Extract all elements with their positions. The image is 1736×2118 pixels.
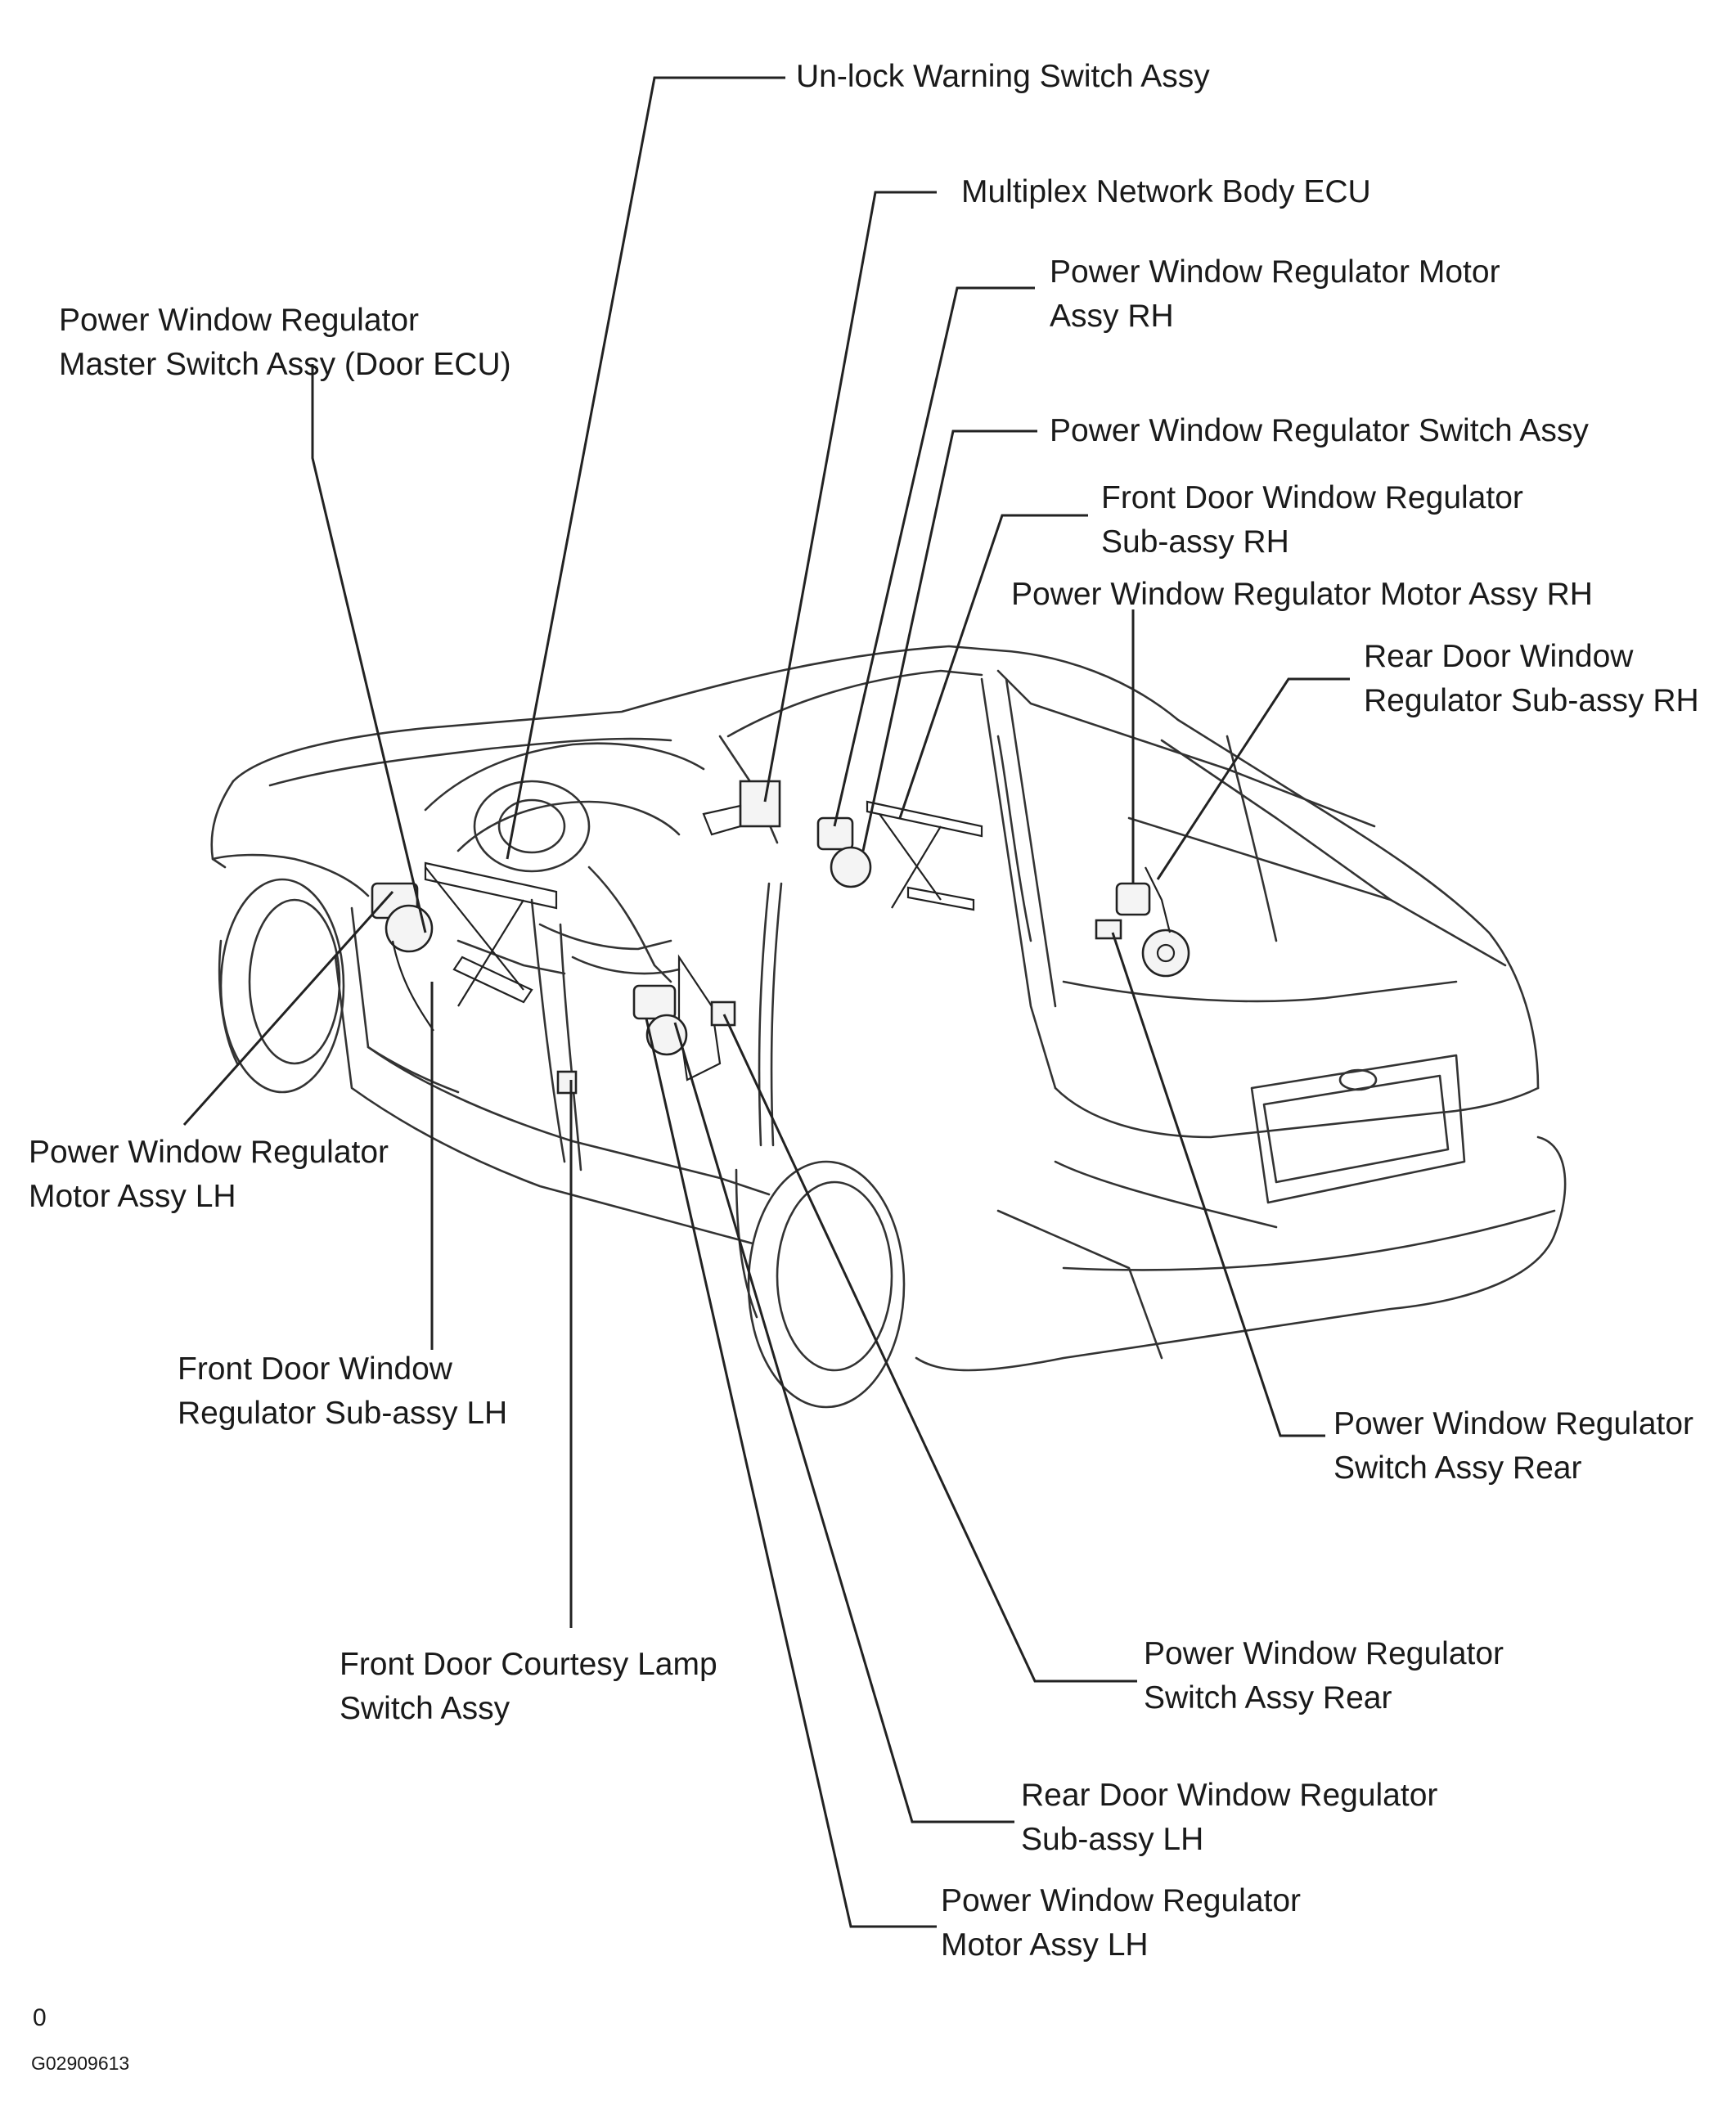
label-multiplex-network-body-ecu: Multiplex Network Body ECU xyxy=(961,170,1371,214)
label-line: Motor Assy LH xyxy=(941,1927,1149,1963)
label-switch-assy: Power Window Regulator Switch Assy xyxy=(1050,409,1589,453)
label-line: Master Switch Assy (Door ECU) xyxy=(59,347,511,382)
label-motor-assy-lh-left: Power Window Regulator Motor Assy LH xyxy=(29,1131,389,1219)
label-line: Front Door Courtesy Lamp xyxy=(340,1647,717,1682)
label-line: Power Window Regulator xyxy=(29,1135,389,1170)
label-master-switch-assy: Power Window Regulator Master Switch Ass… xyxy=(59,299,511,387)
label-line: Rear Door Window xyxy=(1364,639,1634,674)
label-line: Regulator Sub-assy LH xyxy=(178,1396,508,1431)
label-line: Front Door Window xyxy=(178,1351,452,1387)
label-line: Power Window Regulator xyxy=(59,303,420,338)
label-front-door-regulator-lh: Front Door Window Regulator Sub-assy LH xyxy=(178,1347,507,1436)
label-switch-assy-rear-right: Power Window Regulator Switch Assy Rear xyxy=(1333,1402,1693,1491)
component-parts xyxy=(371,780,1190,1095)
leader-lines xyxy=(182,76,1350,1928)
label-line: Sub-assy LH xyxy=(1021,1822,1204,1857)
label-line: Switch Assy Rear xyxy=(1144,1680,1392,1716)
label-unlock-warning-switch: Un-lock Warning Switch Assy xyxy=(796,55,1210,99)
label-line: Power Window Regulator Switch Assy xyxy=(1050,413,1589,448)
label-motor-assy-rh-mid: Power Window Regulator Motor Assy RH xyxy=(1011,573,1593,617)
label-line: Sub-assy RH xyxy=(1101,524,1289,560)
label-line: Power Window Regulator xyxy=(1333,1406,1694,1441)
label-switch-assy-rear-bottom: Power Window Regulator Switch Assy Rear xyxy=(1144,1632,1504,1720)
label-line: Regulator Sub-assy RH xyxy=(1364,683,1699,718)
label-line: Power Window Regulator Motor xyxy=(1050,254,1500,290)
label-line: Assy RH xyxy=(1050,299,1174,334)
label-line: Power Window Regulator Motor Assy RH xyxy=(1011,577,1593,612)
label-rear-door-regulator-lh: Rear Door Window Regulator Sub-assy LH xyxy=(1021,1774,1437,1862)
vehicle-illustration xyxy=(210,645,1567,1409)
label-line: Rear Door Window Regulator xyxy=(1021,1778,1438,1813)
corner-mark: 0 xyxy=(33,2004,47,2031)
figure-id: G02909613 xyxy=(31,2053,130,2074)
label-line: Switch Assy xyxy=(340,1691,510,1726)
label-line: Switch Assy Rear xyxy=(1333,1450,1582,1486)
label-line: Power Window Regulator xyxy=(941,1883,1302,1918)
label-line: Motor Assy LH xyxy=(29,1179,236,1214)
label-motor-assy-rh-top: Power Window Regulator Motor Assy RH xyxy=(1050,250,1500,339)
label-courtesy-lamp-switch: Front Door Courtesy Lamp Switch Assy xyxy=(340,1643,717,1731)
label-line: Un-lock Warning Switch Assy xyxy=(796,59,1210,94)
label-line: Front Door Window Regulator xyxy=(1101,480,1523,515)
label-front-door-regulator-rh: Front Door Window Regulator Sub-assy RH xyxy=(1101,476,1523,564)
label-rear-door-regulator-rh: Rear Door Window Regulator Sub-assy RH xyxy=(1364,635,1699,723)
label-line: Power Window Regulator xyxy=(1144,1636,1504,1671)
label-line: Multiplex Network Body ECU xyxy=(961,174,1371,209)
label-motor-assy-lh-bottom: Power Window Regulator Motor Assy LH xyxy=(941,1879,1301,1967)
